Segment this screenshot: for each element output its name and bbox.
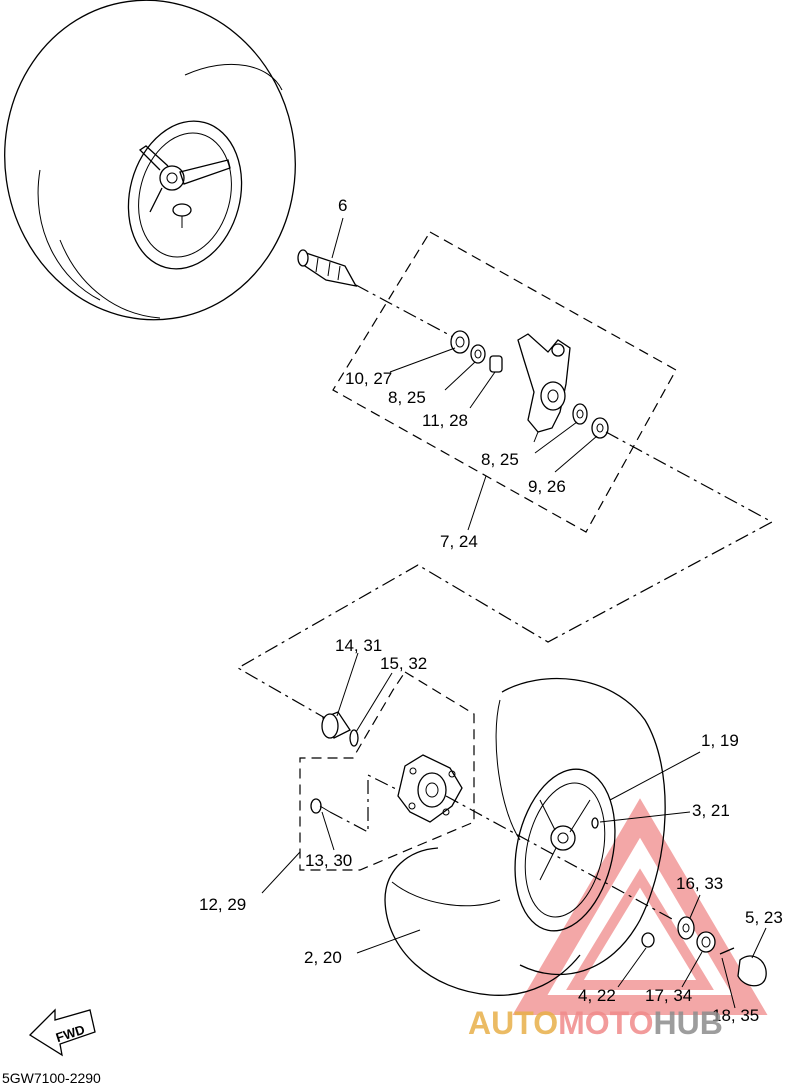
leader-line [356,929,421,954]
callout-11-28: 11, 28 [422,411,468,430]
leader-line [599,811,691,823]
callout-7-24: 7, 24 [440,532,478,551]
callout-5-23: 5, 23 [745,908,783,927]
leader-line [355,672,393,733]
watermark-triangle-icon [512,798,768,1015]
axle-part [297,249,358,287]
callout-4-22: 4, 22 [578,986,616,1005]
hub-nut-parts [641,916,767,987]
callout-14-31: 14, 31 [335,636,382,655]
watermark-text: AUTOMOTOHUB [468,1005,723,1041]
callout-3-21: 3, 21 [692,801,730,820]
leader-line [331,217,344,259]
hub-assembly-boundary [299,671,475,871]
leader-lines [617,894,767,1009]
hub-bolt-part [310,798,331,814]
tire-halves [384,677,666,996]
callout-6: 6 [338,196,347,215]
callout-9-26: 9, 26 [528,477,566,496]
wheel-hub-part [397,754,463,823]
leader-line [336,652,359,717]
watermark-moto: MOTO [558,1005,653,1041]
watermark-hub: HUB [653,1005,722,1041]
collar-part [321,711,359,747]
callout-12-29: 12, 29 [199,895,246,914]
leader-lines [389,347,598,531]
leader-line [321,811,335,851]
leader-line [261,851,301,894]
knuckle-assembly-boundary [332,231,677,533]
callout-15-32: 15, 32 [380,654,427,673]
callout-13-30: 13, 30 [305,851,352,870]
callout-2-20: 2, 20 [304,948,342,967]
wheel-rim-part [514,768,616,932]
watermark-auto: AUTO [468,1005,558,1041]
bolt-routing-line [329,774,399,833]
steering-knuckle-part [517,333,571,443]
axis-line [355,284,456,339]
leader-line [609,751,701,801]
callout-10-27: 10, 27 [345,369,392,388]
axis-line [445,795,675,921]
routing-line [236,431,774,719]
knuckle-small-parts [450,330,609,439]
callout-17-34: 17, 34 [645,986,692,1005]
callout-1-19: 1, 19 [701,731,739,750]
assembled-wheel-illustration [4,0,296,321]
callout-8-25-b: 8, 25 [481,450,519,469]
callout-16-33: 16, 33 [676,874,723,893]
callout-18-35: 18, 35 [712,1006,759,1025]
callout-8-25: 8, 25 [388,388,426,407]
diagram-code: 5GW7100-2290 [2,1070,101,1086]
fwd-arrow-icon [28,1008,96,1057]
